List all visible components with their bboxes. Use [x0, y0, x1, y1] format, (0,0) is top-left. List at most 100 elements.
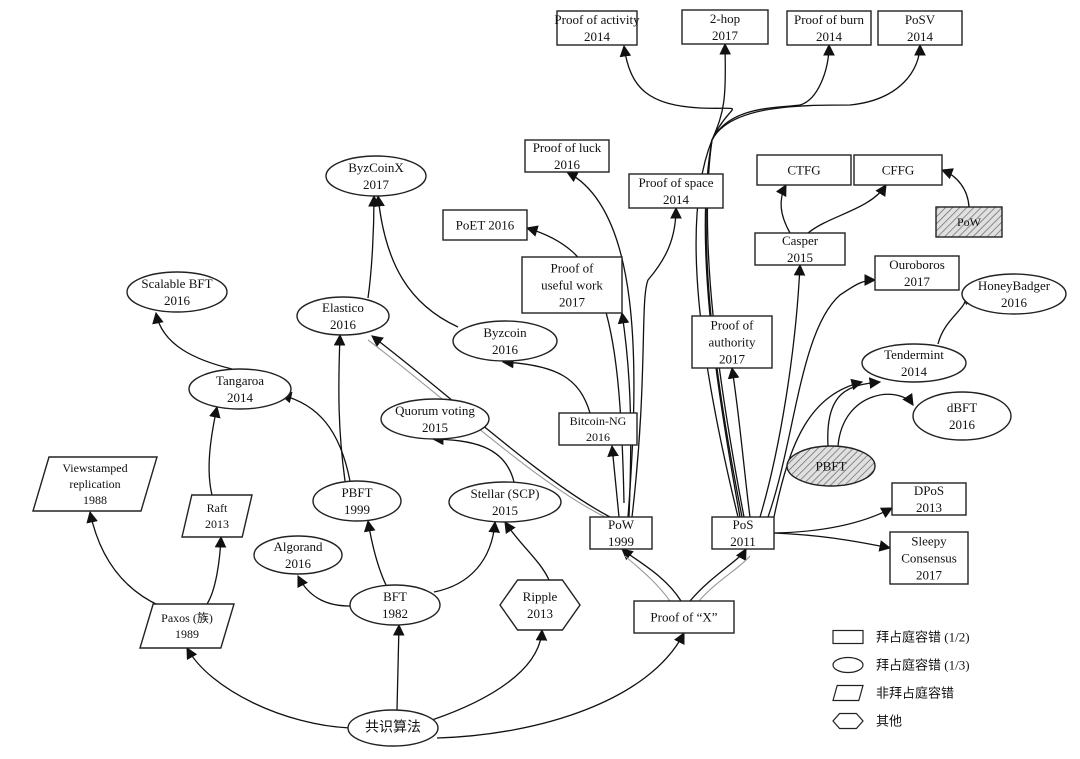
edge-elastico-to-byzcoinx — [367, 194, 380, 299]
node-shape — [442, 209, 528, 241]
node-proof-luck: Proof of luck 2016 — [524, 139, 610, 173]
node-shape — [380, 398, 490, 440]
node-label: Tangaroa — [216, 373, 264, 388]
node-label: CFFG — [882, 163, 915, 178]
legend-item-parallelogram: 非拜占庭容错 — [832, 684, 954, 702]
node-label: Stellar (SCP) — [471, 486, 540, 501]
edge-tangaroa-to-scalable-bft — [152, 311, 233, 370]
node-label: 2013 — [916, 500, 942, 515]
node-label: PoW — [957, 215, 982, 229]
node-viewstamped: Viewstamped replication 1988 — [32, 456, 158, 512]
node-shape — [188, 368, 292, 410]
edge-consensus-to-ripple — [431, 628, 548, 721]
node-label: Viewstamped — [62, 461, 127, 475]
legend-shape-parallelogram — [832, 684, 864, 702]
node-shape — [521, 256, 623, 314]
node-label: PoET 2016 — [456, 218, 515, 233]
node-label: 2016 — [285, 556, 312, 571]
node-label: Bitcoin-NG — [570, 414, 627, 428]
node-label: 2015 — [787, 250, 813, 265]
node-shape — [325, 155, 427, 197]
edge-proof-x-to-pow-secondary — [624, 555, 671, 602]
edge-proof-x-to-pos — [689, 547, 747, 602]
node-label: 2016 — [492, 342, 519, 357]
node-shape — [452, 320, 558, 362]
legend-label: 拜占庭容错 (1/3) — [876, 658, 970, 673]
node-shape — [853, 154, 943, 186]
node-label: PoW — [608, 517, 635, 532]
node-shape — [181, 494, 253, 538]
node-label: 2011 — [730, 534, 756, 549]
legend-item-rect: 拜占庭容错 (1/2) — [832, 629, 970, 645]
edge-pbft-hatched-to-tendermint — [827, 377, 882, 447]
edge-tendermint-to-honeybadger — [937, 293, 974, 345]
node-label: 2016 — [586, 430, 610, 444]
node-poet: PoET 2016 — [442, 209, 528, 241]
node-label: 2014 — [901, 364, 928, 379]
node-shape — [32, 456, 158, 512]
edge-pbft-to-elastico — [333, 333, 346, 482]
legend-item-ellipse: 拜占庭容错 (1/3) — [832, 656, 970, 674]
node-label: Tendermint — [884, 347, 944, 362]
node-label: 2017 — [559, 295, 586, 310]
edge-bft-to-stellar — [433, 520, 500, 593]
node-label: 2017 — [904, 274, 931, 289]
node-shape — [681, 9, 769, 45]
node-label: 2014 — [584, 29, 611, 44]
node-label: DPoS — [914, 483, 944, 498]
node-label: dBFT — [947, 400, 977, 415]
node-label: Proof of luck — [533, 140, 602, 155]
edge-paxos-to-viewstamped — [86, 510, 161, 607]
node-shape — [891, 482, 967, 516]
node-label: 2-hop — [710, 11, 740, 26]
node-byzcoin: Byzcoin 2016 — [452, 320, 558, 362]
legend-shape-hexagon — [832, 712, 864, 730]
edge-pos-to-ouroboros — [767, 274, 877, 518]
node-label: 2016 — [554, 157, 581, 172]
node-label: PoSV — [905, 12, 936, 27]
node-bitcoin-ng: Bitcoin-NG 2016 — [558, 412, 638, 446]
edge-bft-to-pbft — [363, 519, 387, 586]
node-label: PBFT — [815, 459, 846, 474]
node-proof-x: Proof of “X” — [633, 600, 735, 634]
edge-pos-to-sleepy — [773, 532, 892, 552]
node-label: 2013 — [527, 606, 553, 621]
edge-proof-x-to-pow — [621, 548, 682, 602]
node-shape — [499, 579, 581, 631]
node-label: 1988 — [83, 493, 107, 507]
node-label: Sleepy — [911, 534, 947, 549]
edge-stellar-to-quorum — [431, 433, 515, 483]
node-label: replication — [69, 477, 120, 491]
node-label: 1989 — [175, 627, 199, 641]
node-label: 2014 — [816, 29, 843, 44]
node-label: 2016 — [330, 317, 357, 332]
edge-consensus-to-paxos — [186, 646, 351, 729]
node-label: 1999 — [344, 502, 370, 517]
node-label: 2013 — [205, 517, 229, 531]
edge-paxos-to-raft — [206, 535, 227, 605]
edge-pos-to-dpos — [773, 507, 894, 534]
node-shape — [628, 173, 724, 209]
legend-shape-rect — [832, 629, 864, 645]
node-label: Scalable BFT — [141, 276, 212, 291]
node-shape — [126, 271, 228, 313]
node-shape — [347, 709, 439, 747]
node-label: Byzcoin — [483, 325, 527, 340]
edge-pow-hatched-to-cffg — [940, 168, 970, 208]
node-label: Proof of “X” — [650, 610, 717, 625]
node-label: Consensus — [901, 551, 957, 566]
node-shape — [786, 445, 876, 487]
